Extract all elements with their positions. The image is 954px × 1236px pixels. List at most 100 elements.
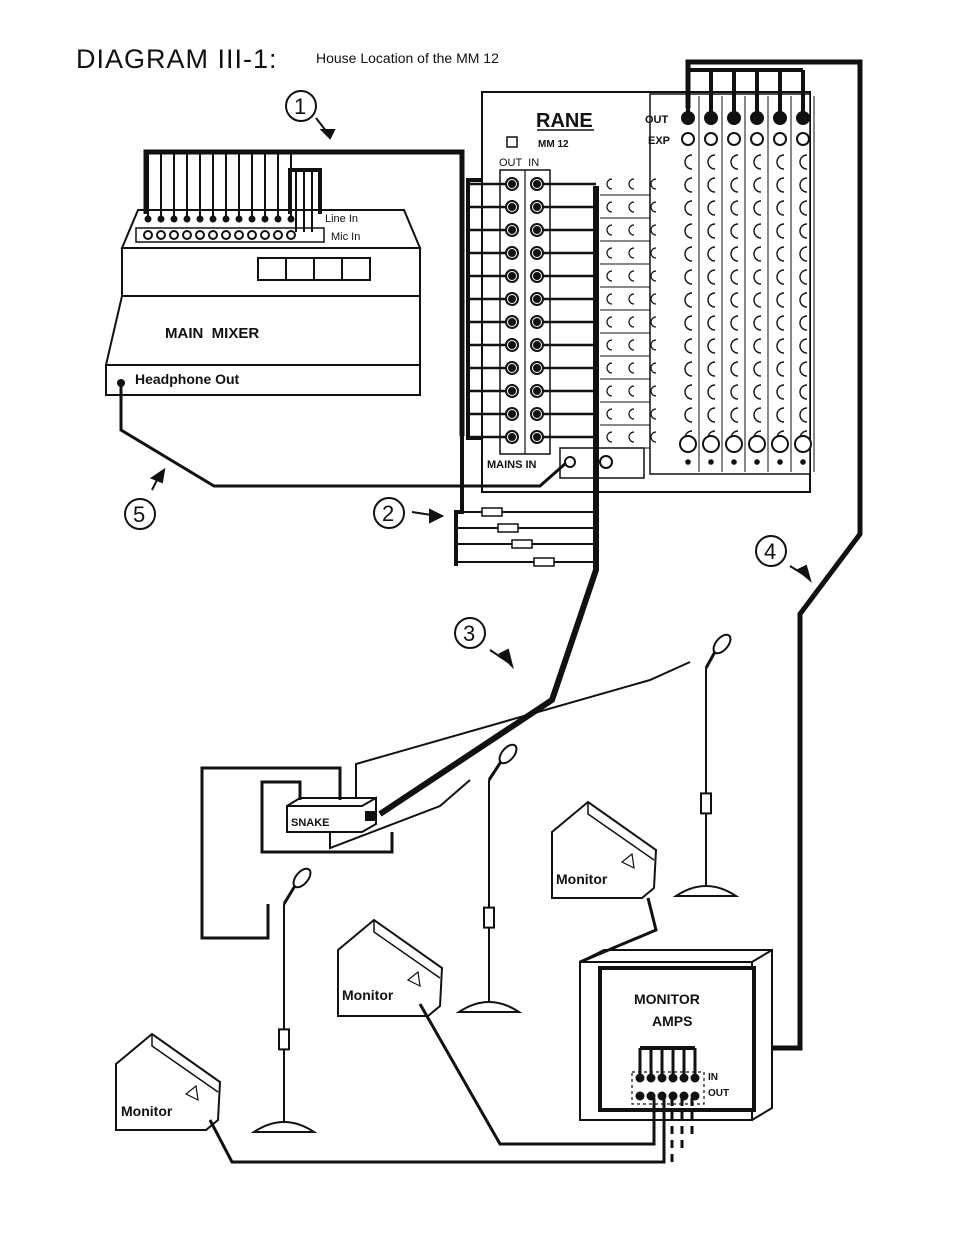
- horn-icon: [406, 970, 421, 988]
- out-jack-top: [773, 111, 787, 125]
- line-in-jack: [183, 215, 191, 223]
- monitor-center: [337, 918, 444, 1017]
- mic-in-jack: [221, 230, 231, 240]
- microphone-stands: [250, 633, 740, 1133]
- amp-out-jack: [646, 1091, 656, 1101]
- mic-in-jack: [273, 230, 283, 240]
- stage-monitors: [115, 800, 658, 1131]
- mic-in-jack: [247, 230, 257, 240]
- amp-out-jack: [679, 1091, 689, 1101]
- master-knob: [771, 435, 789, 453]
- y-adapter: [511, 539, 533, 549]
- mains-in-jack: [564, 456, 576, 468]
- line-in-jack: [222, 215, 230, 223]
- y-adapter: [533, 557, 555, 567]
- line-in-jack: [170, 215, 178, 223]
- line-in-jack: [287, 215, 295, 223]
- out-jack-top: [704, 111, 718, 125]
- mm12-model-label: MM 12: [538, 139, 569, 150]
- mm12-control-knobs: [679, 96, 815, 472]
- monitor-label-right: Monitor: [556, 871, 608, 887]
- snake-label: SNAKE: [291, 817, 330, 829]
- mic-in-jack: [208, 230, 218, 240]
- y-adapter: [497, 523, 519, 533]
- callout-1-circle: [285, 90, 317, 122]
- mic-in-jack: [260, 230, 270, 240]
- master-knob: [794, 435, 812, 453]
- line-in-jack: [196, 215, 204, 223]
- line-in-jack: [157, 215, 165, 223]
- diagram-subtitle: House Location of the MM 12: [316, 50, 499, 66]
- amp-out-jack: [657, 1091, 667, 1101]
- exp-jack: [750, 132, 764, 146]
- mains-in-knob: [599, 455, 613, 469]
- mic-in-jack: [156, 230, 166, 240]
- callout-4: 4: [764, 539, 776, 564]
- exp-jack: [773, 132, 787, 146]
- cable-1-bundle: [143, 149, 465, 436]
- mic-stand-left: [250, 867, 318, 1133]
- microphone-icon: [498, 743, 518, 765]
- rane-logo: RANE: [536, 110, 593, 132]
- mm12-jacks: [505, 177, 657, 469]
- mic-in-jack: [195, 230, 205, 240]
- line-in-jack: [248, 215, 256, 223]
- mic-in-jack: [143, 230, 153, 240]
- master-knob: [725, 435, 743, 453]
- mixer-input-jacks: [143, 152, 313, 240]
- microphone-icon: [712, 633, 732, 655]
- amps-out-label: OUT: [708, 1088, 729, 1099]
- mic-stand-right: [672, 633, 740, 897]
- callout-1: 1: [294, 94, 306, 119]
- snake-box: [286, 796, 377, 833]
- headphone-out-label: Headphone Out: [135, 371, 240, 387]
- mic-in-label: Mic In: [331, 231, 360, 243]
- mic-in-jack: [169, 230, 179, 240]
- microphone-icon: [292, 867, 312, 889]
- callout-arrows: [149, 117, 812, 670]
- mic-in-jack: [182, 230, 192, 240]
- out-in-label: OUT IN: [499, 157, 539, 169]
- callout-2: 2: [382, 501, 394, 526]
- mm12-panel: [481, 91, 811, 493]
- out-row-label: OUT: [645, 114, 669, 126]
- out-jack-top: [750, 111, 764, 125]
- monitor-label-center: Monitor: [342, 987, 394, 1003]
- line-in-jack: [144, 215, 152, 223]
- master-knob: [702, 435, 720, 453]
- cable-5-headphone-to-mains: [119, 386, 567, 488]
- line-in-jack: [235, 215, 243, 223]
- line-in-label: Line In: [325, 213, 358, 225]
- exp-jack: [796, 132, 810, 146]
- main-mixer: [104, 209, 422, 396]
- monitor-left: [115, 1032, 222, 1131]
- out-jack-top: [727, 111, 741, 125]
- callout-5: 5: [133, 502, 145, 527]
- out-jack-top: [796, 111, 810, 125]
- master-knob: [679, 435, 697, 453]
- amps-in-label: IN: [708, 1072, 718, 1083]
- main-mixer-label: MAIN MIXER: [165, 325, 259, 342]
- y-adapter: [481, 507, 503, 517]
- amps-title-2: AMPS: [652, 1013, 692, 1029]
- horn-icon: [184, 1084, 199, 1102]
- out-jack-top: [681, 111, 695, 125]
- amp-out-jack: [635, 1091, 645, 1101]
- line-in-jack: [261, 215, 269, 223]
- amps-title-1: MONITOR: [634, 991, 700, 1007]
- cable-2-splitters: [456, 507, 596, 567]
- line-in-jack: [209, 215, 217, 223]
- line-in-jack: [274, 215, 282, 223]
- headphone-jack-icon: [117, 379, 125, 387]
- monitor-right: [551, 800, 658, 899]
- mains-in-label: MAINS IN: [487, 459, 537, 471]
- cable-3-to-snake: [378, 186, 599, 817]
- exp-jack: [681, 132, 695, 146]
- mic-in-jack: [286, 230, 296, 240]
- master-knob: [748, 435, 766, 453]
- exp-jack: [727, 132, 741, 146]
- mic-in-jack: [234, 230, 244, 240]
- callout-3: 3: [463, 621, 475, 646]
